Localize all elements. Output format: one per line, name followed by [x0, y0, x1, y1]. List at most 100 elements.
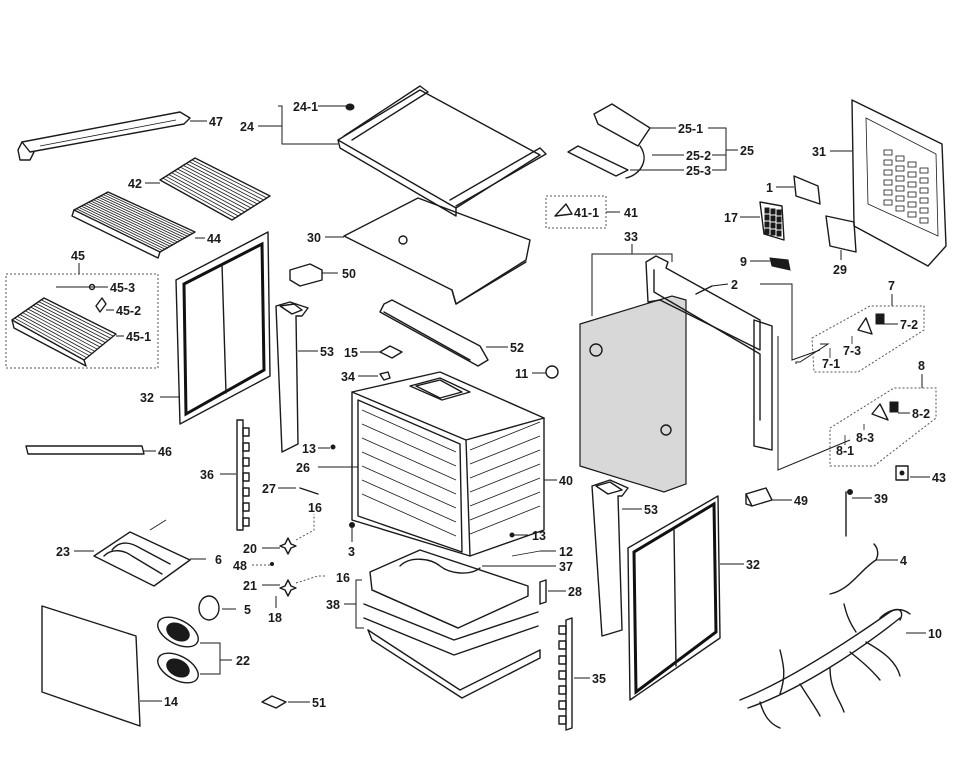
- drawing-slot: [242, 517, 250, 527]
- label-51: 51: [312, 696, 326, 710]
- label-32-right: 32: [746, 558, 760, 572]
- label-16-b: 16: [336, 571, 350, 585]
- part-36-rack-support-left: [220, 419, 250, 531]
- label-11: 11: [515, 367, 528, 381]
- drawing-line: [78, 207, 166, 250]
- label-8-3: 8-3: [856, 431, 874, 445]
- label-12: 12: [559, 545, 573, 559]
- drawing-vent: [919, 177, 929, 184]
- label-24-1: 24-1: [293, 100, 318, 114]
- drawing-line: [90, 200, 178, 243]
- drawing-vent: [907, 181, 917, 188]
- part-23-heating-element: [74, 519, 206, 587]
- label-49: 49: [794, 494, 808, 508]
- drawing-vent: [883, 199, 893, 206]
- drawing-slot: [558, 625, 567, 635]
- part-22-lamp-covers: [157, 616, 232, 684]
- part-51-hinge: [261, 695, 310, 709]
- label-13-b: 13: [532, 529, 546, 543]
- label-39: 39: [874, 492, 888, 506]
- label-42: 42: [128, 177, 142, 191]
- label-26: 26: [296, 461, 310, 475]
- label-44: 44: [207, 232, 221, 246]
- part-2-wire-clip: [695, 283, 729, 295]
- drawing-vent: [883, 179, 893, 186]
- drawing-slot: [242, 472, 250, 482]
- part-33-control-panel: [579, 244, 773, 493]
- drawing-key: [764, 214, 770, 221]
- drawing-line: [83, 204, 171, 247]
- drawing-key: [770, 208, 776, 215]
- label-5: 5: [244, 603, 251, 617]
- drawing-line: [191, 159, 268, 199]
- label-41: 41: [624, 206, 638, 220]
- label-52: 52: [510, 341, 524, 355]
- label-32-left: 32: [140, 391, 154, 405]
- drawing-line: [469, 463, 541, 493]
- label-7-2: 7-2: [900, 318, 918, 332]
- label-48: 48: [233, 559, 247, 573]
- label-2: 2: [731, 278, 738, 292]
- drawing-line: [469, 435, 541, 465]
- label-4: 4: [900, 554, 907, 568]
- drawing-vent: [895, 175, 905, 182]
- drawing-line: [361, 423, 457, 467]
- drawing-slot: [558, 700, 567, 710]
- part-49-connector: [745, 487, 792, 507]
- part-48-pin: [252, 562, 274, 566]
- drawing-line: [17, 315, 90, 357]
- drawing-vent: [907, 211, 917, 218]
- drawing-line: [41, 299, 114, 337]
- drawing-line: [162, 177, 236, 219]
- label-28: 28: [568, 585, 582, 599]
- drawing-vent: [895, 155, 905, 162]
- label-31: 31: [812, 145, 826, 159]
- label-25: 25: [740, 144, 754, 158]
- part-43-clip: [895, 465, 930, 481]
- label-46: 46: [158, 445, 172, 459]
- drawing-line: [76, 208, 163, 251]
- part-44-rack: [71, 191, 205, 259]
- label-33: 33: [624, 230, 638, 244]
- label-34: 34: [341, 370, 355, 384]
- part-21-fan: [262, 575, 326, 608]
- drawing-line: [100, 195, 188, 237]
- label-53-left: 53: [320, 345, 334, 359]
- part-53-side-trim-right: [591, 479, 642, 637]
- part-47-trim-bar: [17, 111, 207, 161]
- label-8-2: 8-2: [912, 407, 930, 421]
- drawing-line: [38, 301, 111, 339]
- drawing-vent: [883, 159, 893, 166]
- drawing-key: [770, 222, 776, 229]
- drawing-line: [361, 479, 457, 523]
- drawing-vent: [907, 201, 917, 208]
- drawing-line: [95, 198, 183, 240]
- drawing-line: [33, 304, 106, 344]
- drawing-slot: [242, 502, 250, 512]
- part-1-cover: [776, 175, 821, 205]
- drawing-slot: [558, 670, 567, 680]
- label-35: 35: [592, 672, 606, 686]
- drawing-slot: [558, 655, 567, 665]
- drawing-vent: [919, 187, 929, 194]
- label-38: 38: [326, 598, 340, 612]
- drawing-key: [764, 228, 770, 235]
- part-52-duct: [379, 299, 508, 367]
- part-25-igniter-assy: [567, 103, 738, 179]
- part-38-bottom-tray-assy: [344, 549, 541, 699]
- drawing-line: [469, 477, 541, 507]
- drawing-line: [165, 175, 239, 217]
- part-4-wire: [829, 543, 898, 595]
- part-12-wire: [511, 550, 556, 557]
- drawing-key: [764, 207, 770, 214]
- part-46-rail: [25, 445, 156, 455]
- drawing-line: [93, 199, 181, 241]
- label-36: 36: [200, 468, 214, 482]
- part-42-rack: [145, 157, 271, 221]
- drawing-vent: [919, 167, 929, 174]
- callout-labels: 47 24 24-1 42 44 45 45-1 45-2 45-3 30 50…: [56, 100, 946, 710]
- label-21: 21: [243, 579, 257, 593]
- drawing-slot: [242, 427, 250, 437]
